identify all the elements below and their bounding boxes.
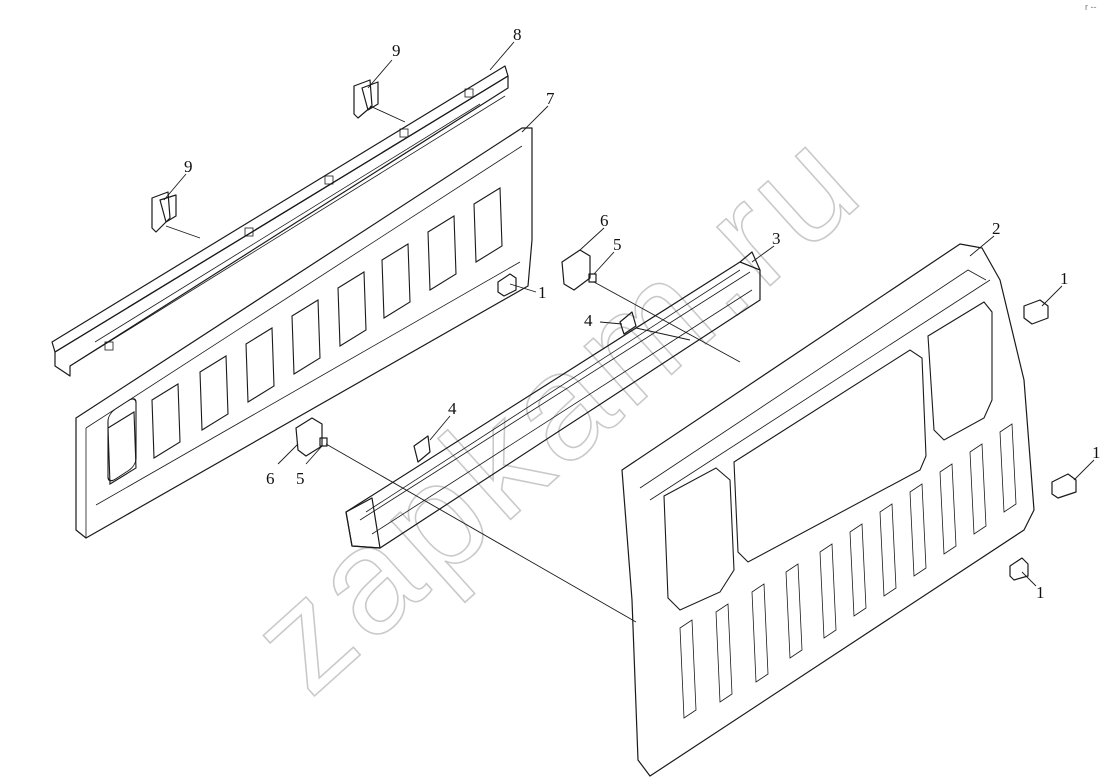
callout-6-upper-clip: 6 — [600, 211, 609, 230]
callout-9-right-bracket: 9 — [392, 41, 401, 60]
part-9-bracket-right — [353, 79, 379, 119]
callout-7-perforated-panel: 7 — [546, 89, 555, 108]
callout-1-mid-right-hinge: 1 — [1092, 443, 1101, 462]
callout-4-lower-tab: 4 — [448, 399, 457, 418]
corner-mark: r -- — [1085, 2, 1097, 12]
callout-8-channel-rail: 8 — [513, 25, 522, 44]
part-2-cabin-rear-wall — [621, 243, 1035, 777]
part-5-nut-lower — [319, 437, 328, 447]
callout-5-lower-nut: 5 — [296, 469, 305, 488]
callout-2-cabin-rear-wall: 2 — [992, 219, 1001, 238]
callout-1-lower-right-hinge: 1 — [1036, 583, 1045, 602]
callout-4-upper-tab: 4 — [584, 311, 593, 330]
callout-9-left-bracket: 9 — [184, 157, 193, 176]
part-5-nut-upper — [588, 273, 597, 283]
panel-7-windows — [107, 398, 137, 482]
callout-labels: 9 8 7 9 1 6 5 3 4 2 1 4 6 5 1 1 — [184, 25, 1101, 602]
part-9-bracket-left — [151, 191, 177, 233]
part-4-tab-lower — [413, 435, 431, 463]
assembly-guide-lines — [165, 105, 741, 623]
callout-1-upper-right-hinge: 1 — [1060, 269, 1069, 288]
part-1-hinge-upper-right — [1023, 299, 1049, 325]
callout-1-panel-hinge: 1 — [538, 283, 547, 302]
part-7-perforated-panel — [75, 127, 533, 539]
part-1-hinge-panel — [497, 273, 517, 297]
callout-6-lower-clip: 6 — [266, 469, 275, 488]
callout-5-upper-nut: 5 — [613, 235, 622, 254]
part-8-upper-channel-rail — [51, 65, 509, 377]
callout-leaders — [163, 41, 1095, 587]
part-4-tab-upper — [619, 311, 637, 335]
part-3-long-beam — [345, 251, 761, 549]
callout-3-long-beam: 3 — [772, 229, 781, 248]
part-1-hinge-lower-right — [1009, 557, 1029, 581]
part-1-hinge-mid-right — [1051, 473, 1077, 499]
